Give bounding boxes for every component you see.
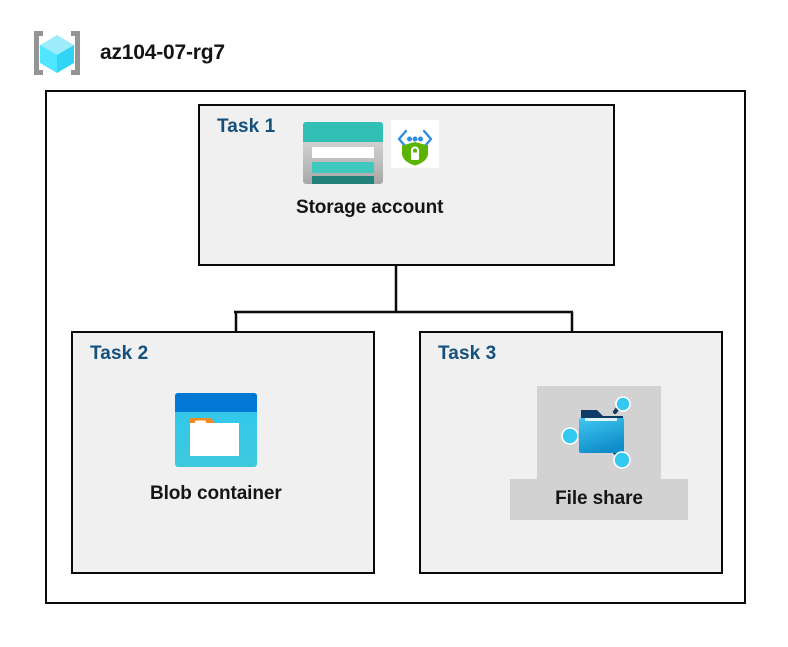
file-share-icon-highlight [537, 386, 661, 479]
page-title: az104-07-rg7 [100, 41, 225, 64]
blob-container-icon [174, 393, 257, 467]
resource-group-header: az104-07-rg7 [30, 28, 225, 78]
resource-group-icon [34, 31, 80, 75]
task-3-label: Task 3 [438, 343, 497, 364]
blob-container-caption: Blob container [150, 483, 282, 504]
task-1-label: Task 1 [217, 116, 276, 137]
node-file-share[interactable]: File share [510, 386, 688, 520]
storage-account-icon [302, 122, 383, 184]
storage-account-caption: Storage account [296, 197, 444, 218]
file-share-icon [561, 396, 631, 469]
task-1-box: Task 1 [198, 104, 615, 266]
storage-icon-row [301, 120, 439, 186]
file-share-caption-highlight: File share [510, 479, 688, 520]
secure-shield-lock-icon [390, 120, 439, 168]
file-share-caption: File share [555, 488, 643, 509]
node-storage-account[interactable]: Storage account [296, 120, 443, 219]
task-2-box: Task 2 [71, 331, 375, 574]
task-2-label: Task 2 [90, 343, 149, 364]
node-blob-container[interactable]: Blob container [150, 391, 282, 505]
